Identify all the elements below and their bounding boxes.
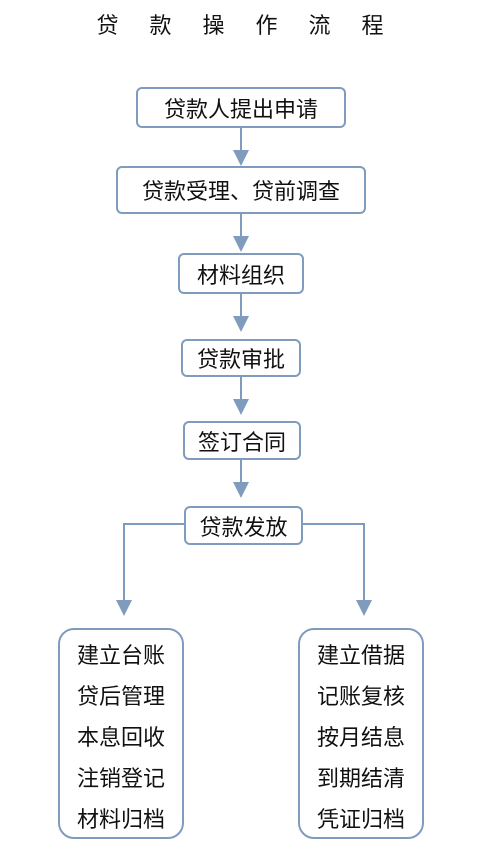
arrow-left-branch	[116, 523, 184, 616]
right-branch-item: 记账复核	[316, 685, 405, 710]
step-approval: 贷款审批	[181, 339, 301, 377]
step-accept-investigate: 贷款受理、贷前调查	[116, 166, 366, 214]
right-branch-item: 凭证归档	[316, 808, 405, 833]
right-branch-item: 建立借据	[316, 644, 405, 669]
left-branch-item: 贷后管理	[76, 685, 165, 710]
right-branch-box: 建立借据 记账复核 按月结息 到期结清 凭证归档	[298, 628, 424, 839]
arrow-right-branch	[303, 523, 372, 616]
step-disburse: 贷款发放	[184, 506, 303, 545]
step-materials: 材料组织	[178, 253, 304, 294]
right-branch-item: 到期结清	[316, 767, 405, 792]
step-contract: 签订合同	[183, 421, 301, 460]
step-apply: 贷款人提出申请	[136, 87, 346, 128]
right-branch-item: 按月结息	[316, 726, 405, 751]
left-branch-item: 注销登记	[76, 767, 165, 792]
page-title: 贷 款 操 作 流 程	[96, 14, 396, 39]
left-branch-item: 本息回收	[76, 726, 165, 751]
left-branch-item: 材料归档	[76, 808, 165, 833]
left-branch-item: 建立台账	[76, 644, 165, 669]
left-branch-box: 建立台账 贷后管理 本息回收 注销登记 材料归档	[58, 628, 184, 839]
